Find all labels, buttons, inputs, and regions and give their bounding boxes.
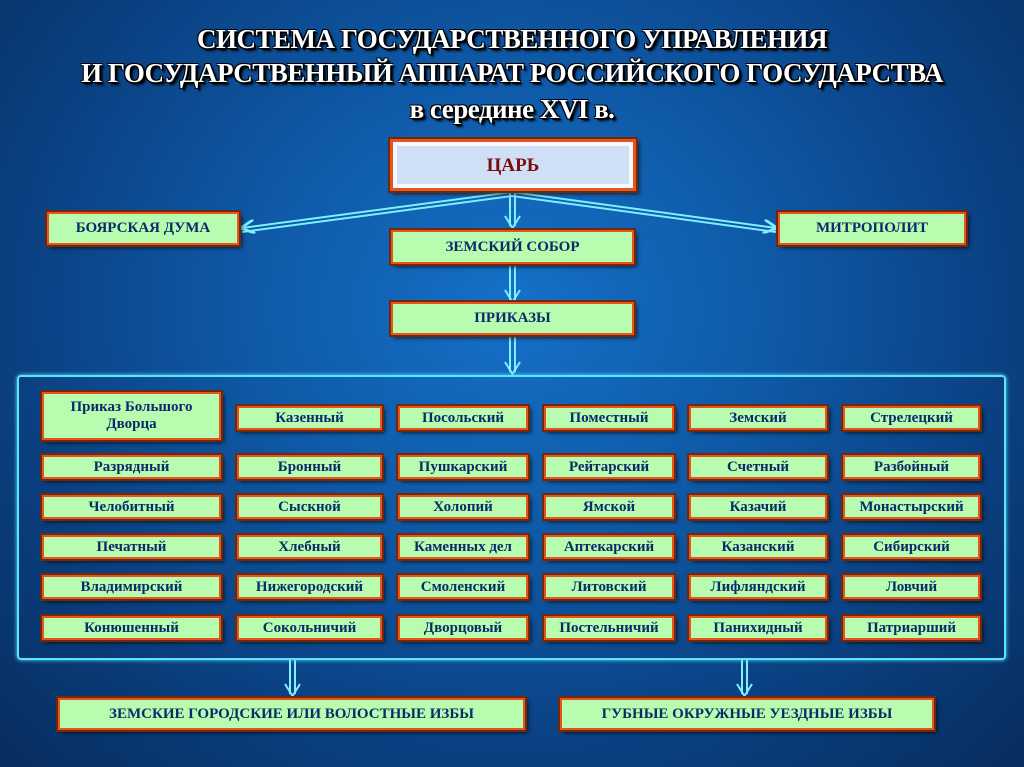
prikaz-cell: Монастырский xyxy=(843,495,980,519)
prikaz-cell: Разрядный xyxy=(42,455,221,479)
boyar-duma-box: БОЯРСКАЯ ДУМА xyxy=(47,212,239,245)
prikaz-cell: Панихидный xyxy=(689,616,827,640)
metropolitan-box: МИТРОПОЛИТ xyxy=(778,212,966,245)
prikaz-cell: Аптекарский xyxy=(544,535,674,559)
prikaz-cell: Литовский xyxy=(544,575,674,599)
prikaz-cell: Ловчий xyxy=(843,575,980,599)
title-line-1: СИСТЕМА ГОСУДАРСТВЕННОГО УПРАВЛЕНИЯ xyxy=(197,24,827,54)
prikaz-cell: Сыскной xyxy=(237,495,382,519)
prikaz-cell: Разбойный xyxy=(843,455,980,479)
prikaz-cell: Посольский xyxy=(398,406,528,430)
prikaz-cell: Смоленский xyxy=(398,575,528,599)
prikaz-cell: Челобитный xyxy=(42,495,221,519)
zemskie-izby-box: ЗЕМСКИЕ ГОРОДСКИЕ ИЛИ ВОЛОСТНЫЕ ИЗБЫ xyxy=(58,698,525,730)
prikaz-cell: Владимирский xyxy=(42,575,221,599)
prikaz-cell: Приказ Большого Дворца xyxy=(42,392,221,440)
prikaz-cell: Казенный xyxy=(237,406,382,430)
zemsky-sobor-box: ЗЕМСКИЙ СОБОР xyxy=(391,230,634,264)
prikaz-cell: Казачий xyxy=(689,495,827,519)
title-line-2: И ГОСУДАРСТВЕННЫЙ АППАРАТ РОССИЙСКОГО ГО… xyxy=(81,58,943,88)
tsar-box: ЦАРЬ xyxy=(390,139,636,191)
prikaz-cell: Конюшенный xyxy=(42,616,221,640)
prikaz-cell: Холопий xyxy=(398,495,528,519)
prikaz-cell: Стрелецкий xyxy=(843,406,980,430)
prikaz-cell: Нижегородский xyxy=(237,575,382,599)
prikaz-cell: Счетный xyxy=(689,455,827,479)
title-line-3: в середине XVI в. xyxy=(409,94,615,124)
prikaz-cell: Поместный xyxy=(544,406,674,430)
prikazy-container xyxy=(17,375,1006,660)
prikaz-cell: Пушкарский xyxy=(398,455,528,479)
prikaz-cell: Дворцовый xyxy=(398,616,528,640)
prikaz-cell: Сибирский xyxy=(843,535,980,559)
prikazy-box: ПРИКАЗЫ xyxy=(391,302,634,335)
prikaz-cell: Патриарший xyxy=(843,616,980,640)
prikaz-cell: Постельничий xyxy=(544,616,674,640)
prikaz-cell: Каменных дел xyxy=(398,535,528,559)
gubnye-izby-box: ГУБНЫЕ ОКРУЖНЫЕ УЕЗДНЫЕ ИЗБЫ xyxy=(560,698,934,730)
prikaz-cell: Казанский xyxy=(689,535,827,559)
prikaz-cell: Хлебный xyxy=(237,535,382,559)
prikaz-cell: Бронный xyxy=(237,455,382,479)
prikaz-cell: Рейтарский xyxy=(544,455,674,479)
prikaz-cell: Печатный xyxy=(42,535,221,559)
prikaz-cell: Лифляндский xyxy=(689,575,827,599)
prikaz-cell: Сокольничий xyxy=(237,616,382,640)
prikaz-cell: Ямской xyxy=(544,495,674,519)
prikaz-cell: Земский xyxy=(689,406,827,430)
